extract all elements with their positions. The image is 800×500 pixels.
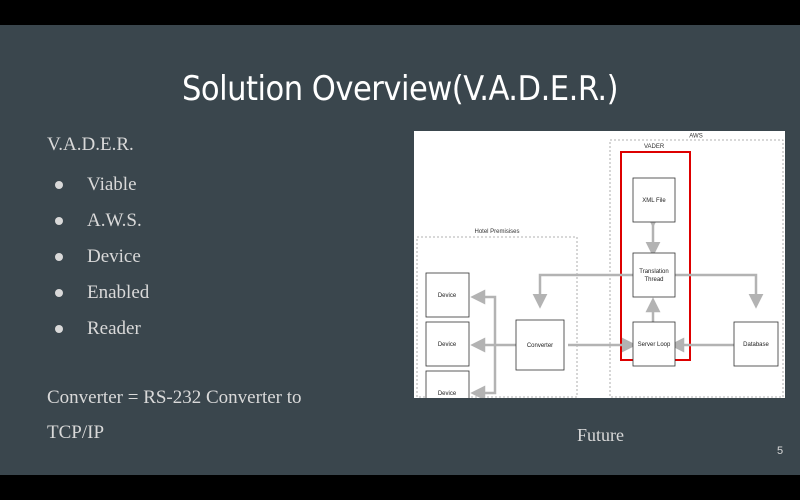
database-label: Database: [743, 342, 769, 348]
converter-label: Converter: [527, 343, 553, 349]
vader-label: VADER: [644, 144, 665, 150]
list-item: Reader: [55, 311, 149, 347]
list-item: A.W.S.: [55, 203, 149, 239]
xml-file-label: XML File: [642, 198, 666, 204]
architecture-diagram: AWS Hotel Premisises VADER: [414, 131, 785, 416]
bullet-icon: [55, 253, 63, 261]
database-box: [733, 321, 779, 367]
acronym-heading: V.A.D.E.R.: [47, 134, 134, 155]
bullet-icon: [55, 217, 63, 225]
diagram-caption: Future: [577, 425, 624, 445]
hotel-premises-container: [416, 236, 578, 398]
aws-label: AWS: [689, 134, 702, 140]
page-number: 5: [777, 445, 784, 457]
translation-database-arrow: [673, 273, 764, 309]
device-box: [425, 272, 470, 318]
hotel-premises-label: Hotel Premisises: [474, 229, 519, 235]
device-label: Device: [438, 391, 457, 397]
list-item-label: Device: [87, 246, 141, 267]
connection-arrows: [470, 212, 764, 401]
xml-file-box: [632, 177, 676, 223]
device-label: Device: [438, 293, 457, 299]
translation-converter-arrow: [532, 273, 633, 309]
list-item-label: Viable: [87, 174, 137, 195]
list-item-label: Enabled: [87, 282, 150, 303]
aws-container: [609, 139, 784, 398]
converter-note: Converter = RS-232 Converter to TCP/IP: [47, 387, 302, 443]
list-item-label: A.W.S.: [87, 210, 142, 231]
list-item: Enabled: [55, 275, 149, 311]
server-loop-label: Server Loop: [638, 342, 671, 348]
architecture-diagram-svg: AWS Hotel Premisises VADER: [416, 134, 784, 416]
server-loop-box: [632, 321, 676, 367]
list-item: Viable: [55, 167, 149, 203]
bullet-icon: [55, 181, 63, 189]
list-item: Device: [55, 239, 149, 275]
thread-label: Thread: [644, 277, 663, 283]
slide-title: Solution Overview(V.A.D.E.R.): [181, 69, 619, 109]
bullet-icon: [55, 325, 63, 333]
device-label: Device: [438, 342, 457, 348]
device-box: [425, 321, 470, 367]
converter-device-upper-arrow: [470, 289, 497, 345]
translation-label: Translation: [639, 269, 668, 275]
bullet-icon: [55, 289, 63, 297]
list-item-label: Reader: [87, 318, 141, 339]
acronym-list: Viable A.W.S. Device Enabled Reader: [55, 167, 149, 347]
slide: Solution Overview(V.A.D.E.R.) V.A.D.E.R.…: [0, 25, 800, 475]
translation-thread-box: [632, 252, 676, 298]
converter-box: [515, 319, 565, 371]
converter-device-lower-arrow: [470, 345, 497, 401]
